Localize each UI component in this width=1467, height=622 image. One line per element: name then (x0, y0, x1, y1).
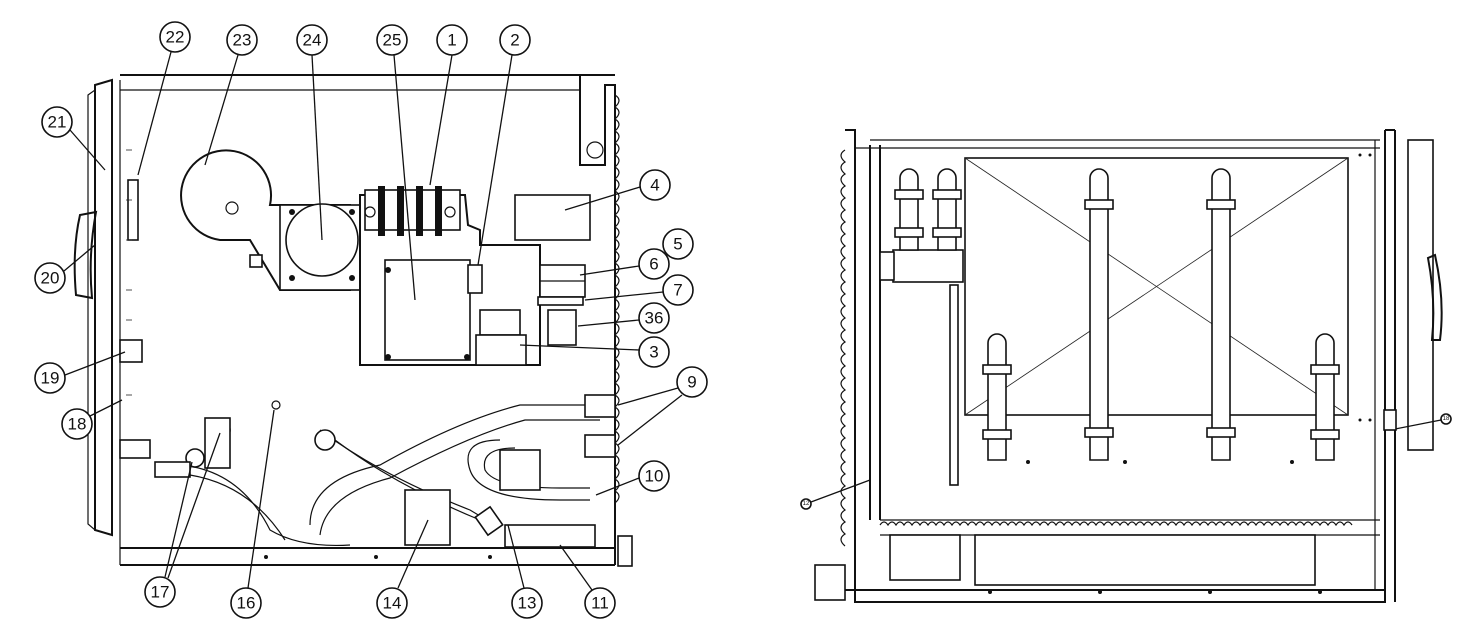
svg-text:18: 18 (1443, 416, 1450, 422)
callout-10: 10 (638, 460, 670, 492)
latch-block (119, 339, 143, 363)
cabinet-outline (120, 74, 633, 567)
svg-text:13: 13 (518, 594, 537, 613)
cabinet-outline-right (814, 129, 1443, 603)
callout-16: 16 (230, 587, 262, 619)
hinge-block (119, 439, 151, 459)
transformer (475, 334, 527, 366)
right-callouts: 12 18 (800, 409, 1452, 510)
piping (154, 394, 616, 548)
control-panel (359, 186, 591, 366)
svg-text:6: 6 (649, 255, 658, 274)
svg-text:10: 10 (645, 467, 664, 486)
svg-text:25: 25 (383, 31, 402, 50)
callout-3: 3 (638, 336, 670, 368)
svg-text:14: 14 (383, 594, 402, 613)
control-board (384, 259, 471, 361)
callout-20: 20 (34, 262, 66, 294)
svg-text:19: 19 (41, 369, 60, 388)
left-view: 1 2 4 5 6 7 36 3 9 10 11 13 14 (34, 21, 708, 619)
callout-r18: 18 (1440, 413, 1452, 425)
svg-text:9: 9 (687, 373, 696, 392)
svg-text:23: 23 (233, 31, 252, 50)
callout-1: 1 (436, 24, 468, 56)
svg-text:21: 21 (48, 113, 67, 132)
drain-pump (404, 489, 451, 546)
callout-22: 22 (159, 21, 191, 53)
callout-2: 2 (499, 24, 531, 56)
callout-5: 5 (662, 228, 694, 260)
svg-text:11: 11 (591, 594, 609, 613)
callout-7: 7 (662, 274, 694, 306)
callout-6: 6 (638, 248, 670, 280)
callout-r12: 12 (800, 498, 812, 510)
svg-text:3: 3 (649, 343, 658, 362)
right-view: 12 18 (800, 129, 1452, 603)
callout-17: 17 (144, 576, 176, 608)
callout-19: 19 (34, 362, 66, 394)
door-handle (73, 210, 98, 300)
callout-25: 25 (376, 24, 408, 56)
svg-text:24: 24 (303, 31, 322, 50)
svg-text:1: 1 (447, 31, 456, 50)
svg-text:20: 20 (41, 269, 60, 288)
left-callouts: 1 2 4 5 6 7 36 3 9 10 11 13 14 (34, 21, 708, 619)
callout-14: 14 (376, 587, 408, 619)
right-door (1407, 139, 1434, 451)
svg-text:12: 12 (803, 501, 810, 507)
svg-text:7: 7 (673, 281, 682, 300)
callout-21: 21 (41, 106, 73, 138)
svg-text:4: 4 (650, 176, 659, 195)
heating-elements (879, 168, 1340, 486)
terminal-36 (547, 309, 577, 346)
callout-4: 4 (639, 169, 671, 201)
element-panel (964, 153, 1372, 464)
svg-text:16: 16 (237, 594, 256, 613)
svg-text:2: 2 (510, 31, 519, 50)
svg-text:17: 17 (151, 583, 170, 602)
blower-assembly (180, 149, 361, 291)
callout-11: 11 (584, 587, 616, 619)
base-pan (504, 524, 596, 548)
callout-23: 23 (226, 24, 258, 56)
relay-4 (514, 194, 591, 241)
callout-13: 13 (511, 587, 543, 619)
svg-text:5: 5 (673, 235, 682, 254)
door-panel (73, 78, 151, 565)
svg-text:22: 22 (166, 28, 185, 47)
svg-text:36: 36 (645, 309, 664, 328)
callout-18: 18 (61, 408, 93, 440)
svg-text:18: 18 (68, 415, 87, 434)
callout-9: 9 (676, 366, 708, 398)
callout-36: 36 (638, 302, 670, 334)
callout-24: 24 (296, 24, 328, 56)
element-manifold (892, 249, 964, 283)
